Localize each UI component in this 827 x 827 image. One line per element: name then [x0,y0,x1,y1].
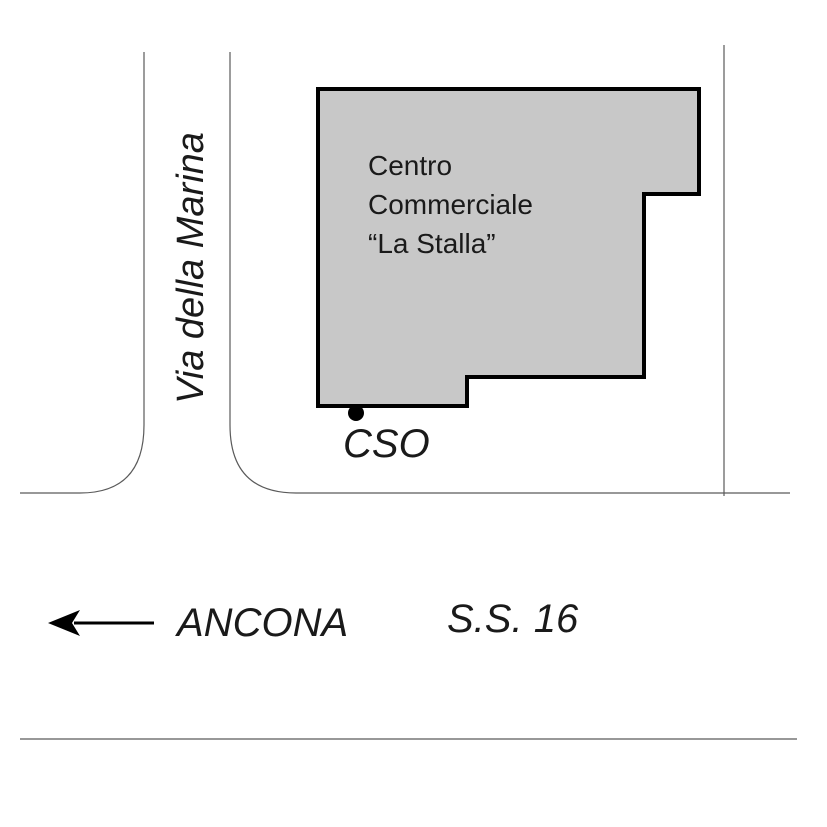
highway-label: S.S. 16 [447,597,579,641]
shopping-center-name-line3: “La Stalla” [368,228,496,259]
shopping-center-outline [316,87,701,408]
left-arrow-icon [48,610,154,636]
direction-label: ANCONA [175,601,348,645]
street-label: Via della Marina [170,132,212,404]
road-network [20,45,797,740]
via-della-marina-right-edge [229,52,790,494]
cso-marker: CSO [343,405,430,466]
shopping-center-name-line1: Centro [368,150,452,181]
cso-dot-icon [348,405,364,421]
shopping-center-name-line2: Commerciale [368,189,533,220]
cso-label: CSO [343,422,430,466]
via-della-marina-left-edge [20,52,145,494]
direction-indicator: ANCONA [48,601,348,645]
shopping-center: Centro Commerciale “La Stalla” [316,87,701,408]
